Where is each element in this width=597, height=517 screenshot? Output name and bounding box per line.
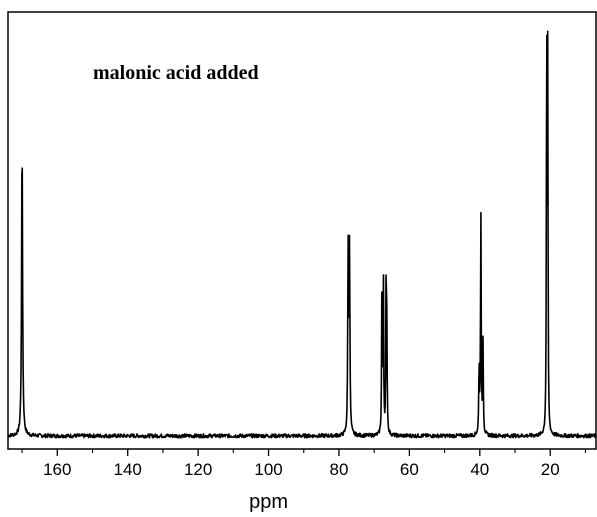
plot-frame: [7, 11, 597, 450]
x-tick-label-80: 80: [330, 460, 349, 479]
x-axis-label: ppm: [249, 491, 288, 513]
spectrum-annotation: malonic acid added: [93, 62, 259, 84]
x-tick-label-100: 100: [254, 460, 282, 479]
x-tick-label-40: 40: [470, 460, 489, 479]
x-tick-label-60: 60: [400, 460, 419, 479]
x-axis-tick-labels: 160 140 120 100 80 60 40 20: [43, 460, 560, 479]
x-tick-label-20: 20: [541, 460, 560, 479]
x-tick-label-140: 140: [114, 460, 142, 479]
x-tick-label-160: 160: [43, 460, 71, 479]
spectrum-line: [7, 30, 597, 439]
x-tick-label-120: 120: [184, 460, 212, 479]
x-axis-ticks: [21, 449, 586, 456]
